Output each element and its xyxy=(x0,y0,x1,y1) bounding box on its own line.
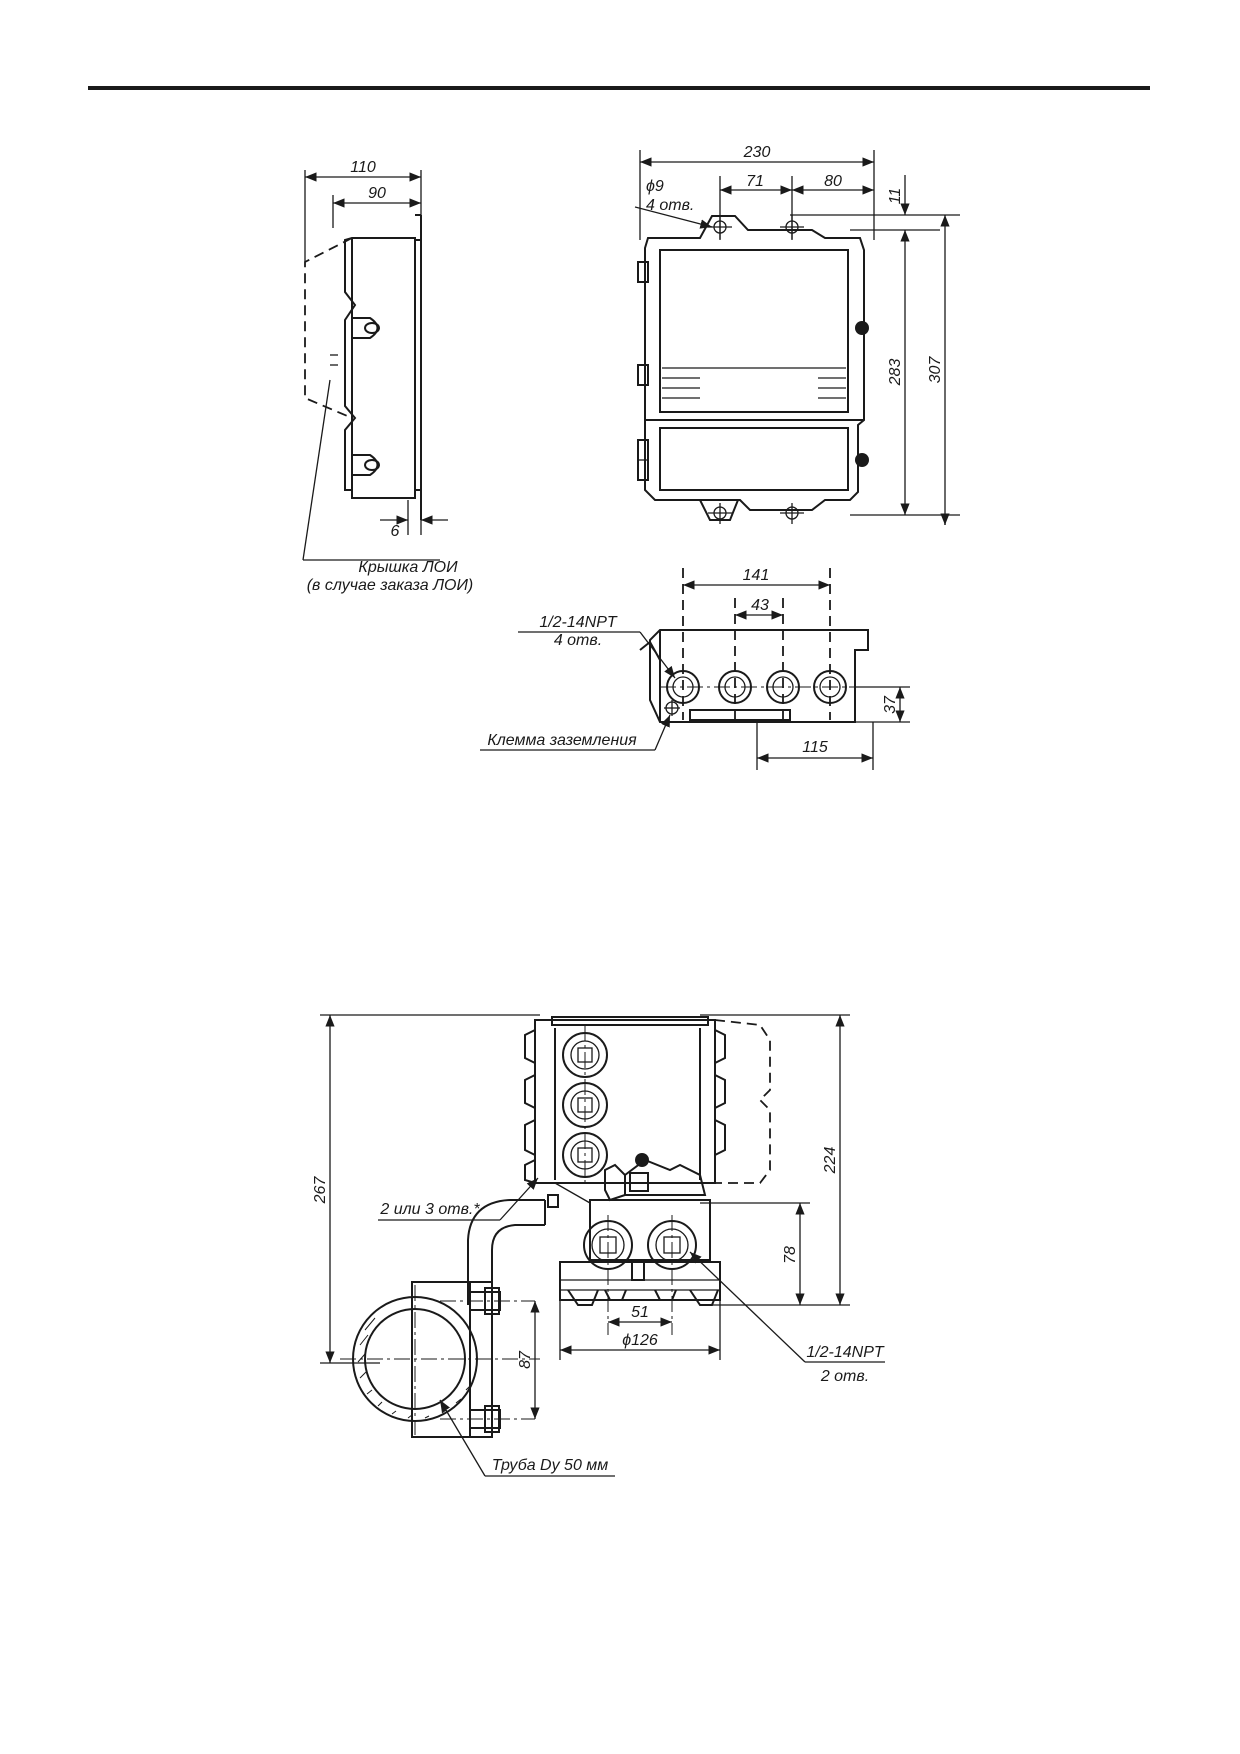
hole-count: 4 отв. xyxy=(646,197,694,214)
dim-110: 110 xyxy=(350,159,376,176)
pipe-label: Труба Dy 50 мм xyxy=(492,1457,609,1474)
dim-43: 43 xyxy=(751,597,769,614)
dim-141: 141 xyxy=(743,567,770,584)
npt-thread-label-2: 1/2-14NPT xyxy=(806,1344,885,1361)
dim-6: 6 xyxy=(391,523,400,540)
npt-count-label: 4 отв. xyxy=(554,632,602,649)
npt-thread-label: 1/2-14NPT xyxy=(539,614,618,631)
dim-11: 11 xyxy=(887,188,904,205)
dim-283: 283 xyxy=(887,359,904,387)
dim-267: 267 xyxy=(312,1176,329,1205)
hole-diameter: ϕ9 xyxy=(646,178,664,195)
dim-71: 71 xyxy=(746,173,764,190)
dim-224: 224 xyxy=(822,1147,839,1175)
loi-cover-label: Крышка ЛОИ xyxy=(358,559,458,576)
dim-115: 115 xyxy=(802,739,828,756)
dim-78: 78 xyxy=(782,1246,799,1264)
dim-230: 230 xyxy=(743,144,771,161)
dim-307: 307 xyxy=(927,356,944,384)
npt-count-label-2: 2 отв. xyxy=(820,1368,869,1385)
dim-37: 37 xyxy=(882,695,899,714)
front-view xyxy=(634,150,960,525)
dim-90: 90 xyxy=(368,185,386,202)
pipe-mount-view xyxy=(320,1014,885,1477)
ground-terminal-label: Клемма заземления xyxy=(487,732,637,749)
dim-87: 87 xyxy=(517,1350,534,1369)
bottom-view xyxy=(480,568,910,770)
dim-126: ϕ126 xyxy=(622,1332,658,1349)
dim-51: 51 xyxy=(631,1304,649,1321)
holes-label: 2 или 3 отв.* xyxy=(379,1201,480,1218)
loi-cover-note: (в случае заказа ЛОИ) xyxy=(307,577,474,594)
dim-80: 80 xyxy=(824,173,842,190)
side-view xyxy=(302,170,448,561)
